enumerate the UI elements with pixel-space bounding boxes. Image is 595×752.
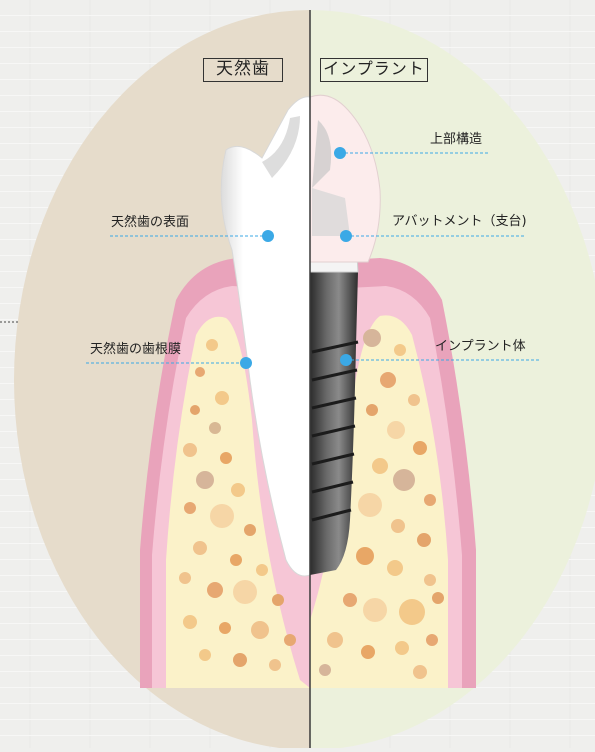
marker-abutment [340, 230, 352, 242]
marker-fixture [340, 354, 352, 366]
label-abutment: アバットメント（支台) [392, 214, 527, 230]
marker-crown [334, 147, 346, 159]
label-crown: 上部構造 [430, 132, 482, 148]
label-fixture: インプラント体 [435, 339, 526, 355]
marker-enamel [262, 230, 274, 242]
label-periodontal-ligament: 天然歯の歯根膜 [90, 342, 181, 358]
marker-ligament [240, 357, 252, 369]
label-enamel-surface: 天然歯の表面 [111, 215, 189, 231]
header-implant: インプラント [320, 58, 428, 82]
header-natural-tooth: 天然歯 [203, 58, 283, 82]
